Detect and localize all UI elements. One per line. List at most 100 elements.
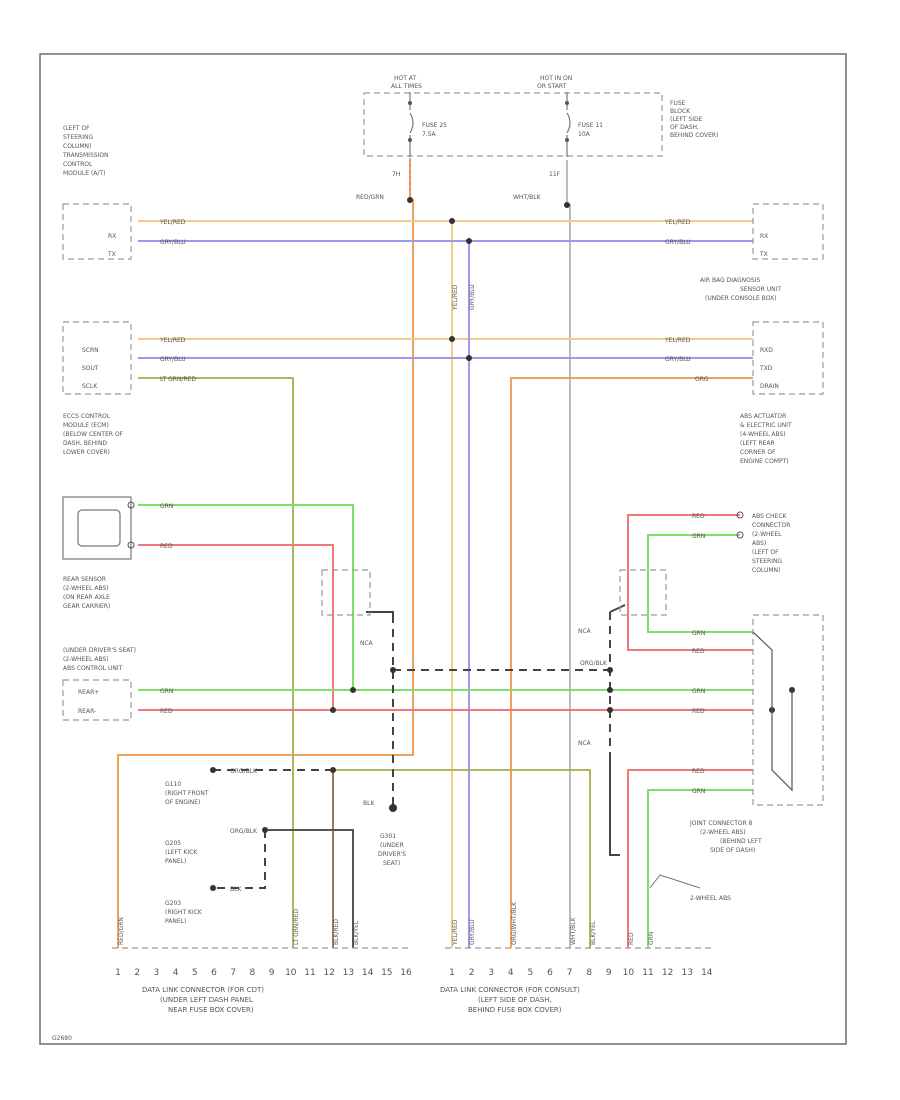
svg-text:ABS ACTUATOR: ABS ACTUATOR <box>740 413 786 420</box>
svg-text:G203: G203 <box>165 900 181 907</box>
svg-text:ECCS CONTROL: ECCS CONTROL <box>63 413 111 420</box>
connector-pin-number: 1 <box>449 968 455 978</box>
connector-pin-number: 8 <box>586 968 592 978</box>
wire-color-label: RED <box>692 648 705 655</box>
wire-color-label: YEL/RED <box>664 219 691 226</box>
connector-pin-number: 9 <box>269 968 275 978</box>
connector-pin-number: 5 <box>192 968 198 978</box>
pin-label: RXD <box>760 347 773 354</box>
pin-label: TXD <box>759 365 773 372</box>
svg-text:BLK/YEL: BLK/YEL <box>353 920 360 945</box>
svg-text:ORG/WHT/BLK: ORG/WHT/BLK <box>511 901 518 945</box>
pin-label: TX <box>759 251 768 258</box>
connector-pin-number: 15 <box>381 968 392 978</box>
svg-text:(RIGHT FRONT: (RIGHT FRONT <box>165 790 209 797</box>
wire-color-label: RED <box>692 708 705 715</box>
fuse-block-location: (LEFT SIDE <box>670 116 703 123</box>
fuse-block-location: BEHIND COVER) <box>670 132 718 139</box>
svg-text:REAR SENSOR: REAR SENSOR <box>63 576 106 583</box>
connector-pin-number: 13 <box>343 968 354 978</box>
svg-text:(ON REAR AXLE: (ON REAR AXLE <box>63 594 110 601</box>
wire-color-label: BLK <box>230 886 242 893</box>
svg-text:(BEHIND LEFT: (BEHIND LEFT <box>720 838 762 845</box>
svg-text:CONTROL: CONTROL <box>63 161 93 168</box>
connector-pin-number: 14 <box>362 968 374 978</box>
wire-color-label: LT GRN/RED <box>160 376 196 383</box>
wire-blk-red <box>265 829 354 948</box>
connector-pin-number: 13 <box>681 968 692 978</box>
wire-color-label: YEL/RED <box>159 219 186 226</box>
connector-pin-number: 16 <box>400 968 412 978</box>
wire-org <box>510 377 753 948</box>
wire-color-label: ORG/BLK <box>580 660 608 667</box>
svg-text:TRANSMISSION: TRANSMISSION <box>62 152 109 159</box>
svg-text:CONNECTOR: CONNECTOR <box>752 522 790 529</box>
svg-text:GRY/BLU: GRY/BLU <box>469 919 476 945</box>
fuse-block-location: BLOCK <box>670 108 691 115</box>
svg-text:ABS CHECK: ABS CHECK <box>752 513 788 520</box>
svg-text:(UNDER DRIVER'S SEAT): (UNDER DRIVER'S SEAT) <box>63 647 136 654</box>
wire-red-grn <box>117 160 414 948</box>
tcm-connector: (LEFT OF STEERING COLUMN) TRANSMISSION C… <box>62 125 186 260</box>
airbag-sensor-connector: RX TX YEL/RED GRY/BLU AIR BAG DIAGNOSIS … <box>664 203 824 302</box>
wires <box>117 158 753 948</box>
wire-color-label: NCA <box>578 628 592 635</box>
pin-label: REAR+ <box>78 689 99 696</box>
diagram-frame <box>39 53 847 1045</box>
connector-pin-number: 7 <box>230 968 236 978</box>
svg-text:DATA LINK CONNECTOR (FOR CONSU: DATA LINK CONNECTOR (FOR CONSULT) <box>440 986 580 994</box>
svg-text:(UNDER CONSOLE BOX): (UNDER CONSOLE BOX) <box>705 295 776 302</box>
pin-label: TX <box>107 251 116 258</box>
connector-pin-number: 4 <box>508 968 514 978</box>
svg-text:SEAT): SEAT) <box>383 860 400 867</box>
svg-text:STEERING: STEERING <box>63 134 93 141</box>
connector-pin-number: 11 <box>642 968 653 978</box>
wire-color-label: RED <box>160 708 173 715</box>
svg-text:ABS): ABS) <box>752 540 766 547</box>
wire-color-label: BLK <box>363 800 375 807</box>
svg-text:& ELECTRIC UNIT: & ELECTRIC UNIT <box>740 422 792 429</box>
wire-color-label: YEL/RED <box>159 337 186 344</box>
svg-text:(4-WHEEL ABS): (4-WHEEL ABS) <box>740 431 786 438</box>
svg-text:BLK/YEL: BLK/YEL <box>590 920 597 945</box>
svg-text:PANEL): PANEL) <box>165 858 186 865</box>
wire-color-label: RED <box>160 543 173 550</box>
connector-pin-number: 8 <box>250 968 256 978</box>
fuse-label: FUSE 25 <box>422 122 447 129</box>
svg-text:(RIGHT KICK: (RIGHT KICK <box>165 909 203 916</box>
wire-color-label: ORG <box>695 376 709 383</box>
shield-lines <box>213 612 611 889</box>
wire-wht-blk <box>566 160 571 948</box>
connector-pin-number: 12 <box>662 968 673 978</box>
svg-text:BEHIND FUSE BOX COVER): BEHIND FUSE BOX COVER) <box>468 1006 562 1014</box>
vertical-wire-labels: RED/GRN LT GRN/RED BLK/RED BLK/YEL YEL/R… <box>118 284 655 946</box>
fuse-pin-label: 7H <box>392 171 400 178</box>
svg-text:CORNER OF: CORNER OF <box>740 449 776 456</box>
wire-color-label: NCA <box>360 640 374 647</box>
wire-color-label: GRN <box>160 503 173 510</box>
svg-text:ENGINE COMPT): ENGINE COMPT) <box>740 458 789 465</box>
abs-check-connector: RED GRN ABS CHECK CONNECTOR (2-WHEEL ABS… <box>692 511 790 574</box>
connector-pin-number: 5 <box>528 968 534 978</box>
connector-pin-number: 2 <box>469 968 475 978</box>
svg-text:SIDE OF DASH): SIDE OF DASH) <box>710 847 755 854</box>
wire-color-label: RED/GRN <box>356 194 384 201</box>
connector-pin-number: 10 <box>285 968 297 978</box>
rear-sensor: GRN RED REAR SENSOR (2-WHEEL ABS) (ON RE… <box>62 496 173 610</box>
svg-text:GRN: GRN <box>648 932 655 945</box>
wire-color-label: GRN <box>692 788 705 795</box>
pin-label: RX <box>108 233 116 240</box>
svg-text:LT GRN/RED: LT GRN/RED <box>293 909 300 945</box>
wire-color-label: NCA <box>578 740 592 747</box>
connector-pin-number: 4 <box>173 968 179 978</box>
svg-text:(UNDER: (UNDER <box>380 842 404 849</box>
svg-text:GEAR CARRIER): GEAR CARRIER) <box>63 603 110 610</box>
fuse-hot-label: HOT AT <box>394 75 416 82</box>
wire-color-label: ORG/BLK <box>230 768 258 775</box>
fuse-block-location: OF DASH, <box>670 124 699 131</box>
svg-text:BLK/RED: BLK/RED <box>333 919 340 945</box>
wire-grn <box>647 534 753 633</box>
connector-pin-number: 14 <box>701 968 713 978</box>
fuse-label: 10A <box>578 131 591 138</box>
